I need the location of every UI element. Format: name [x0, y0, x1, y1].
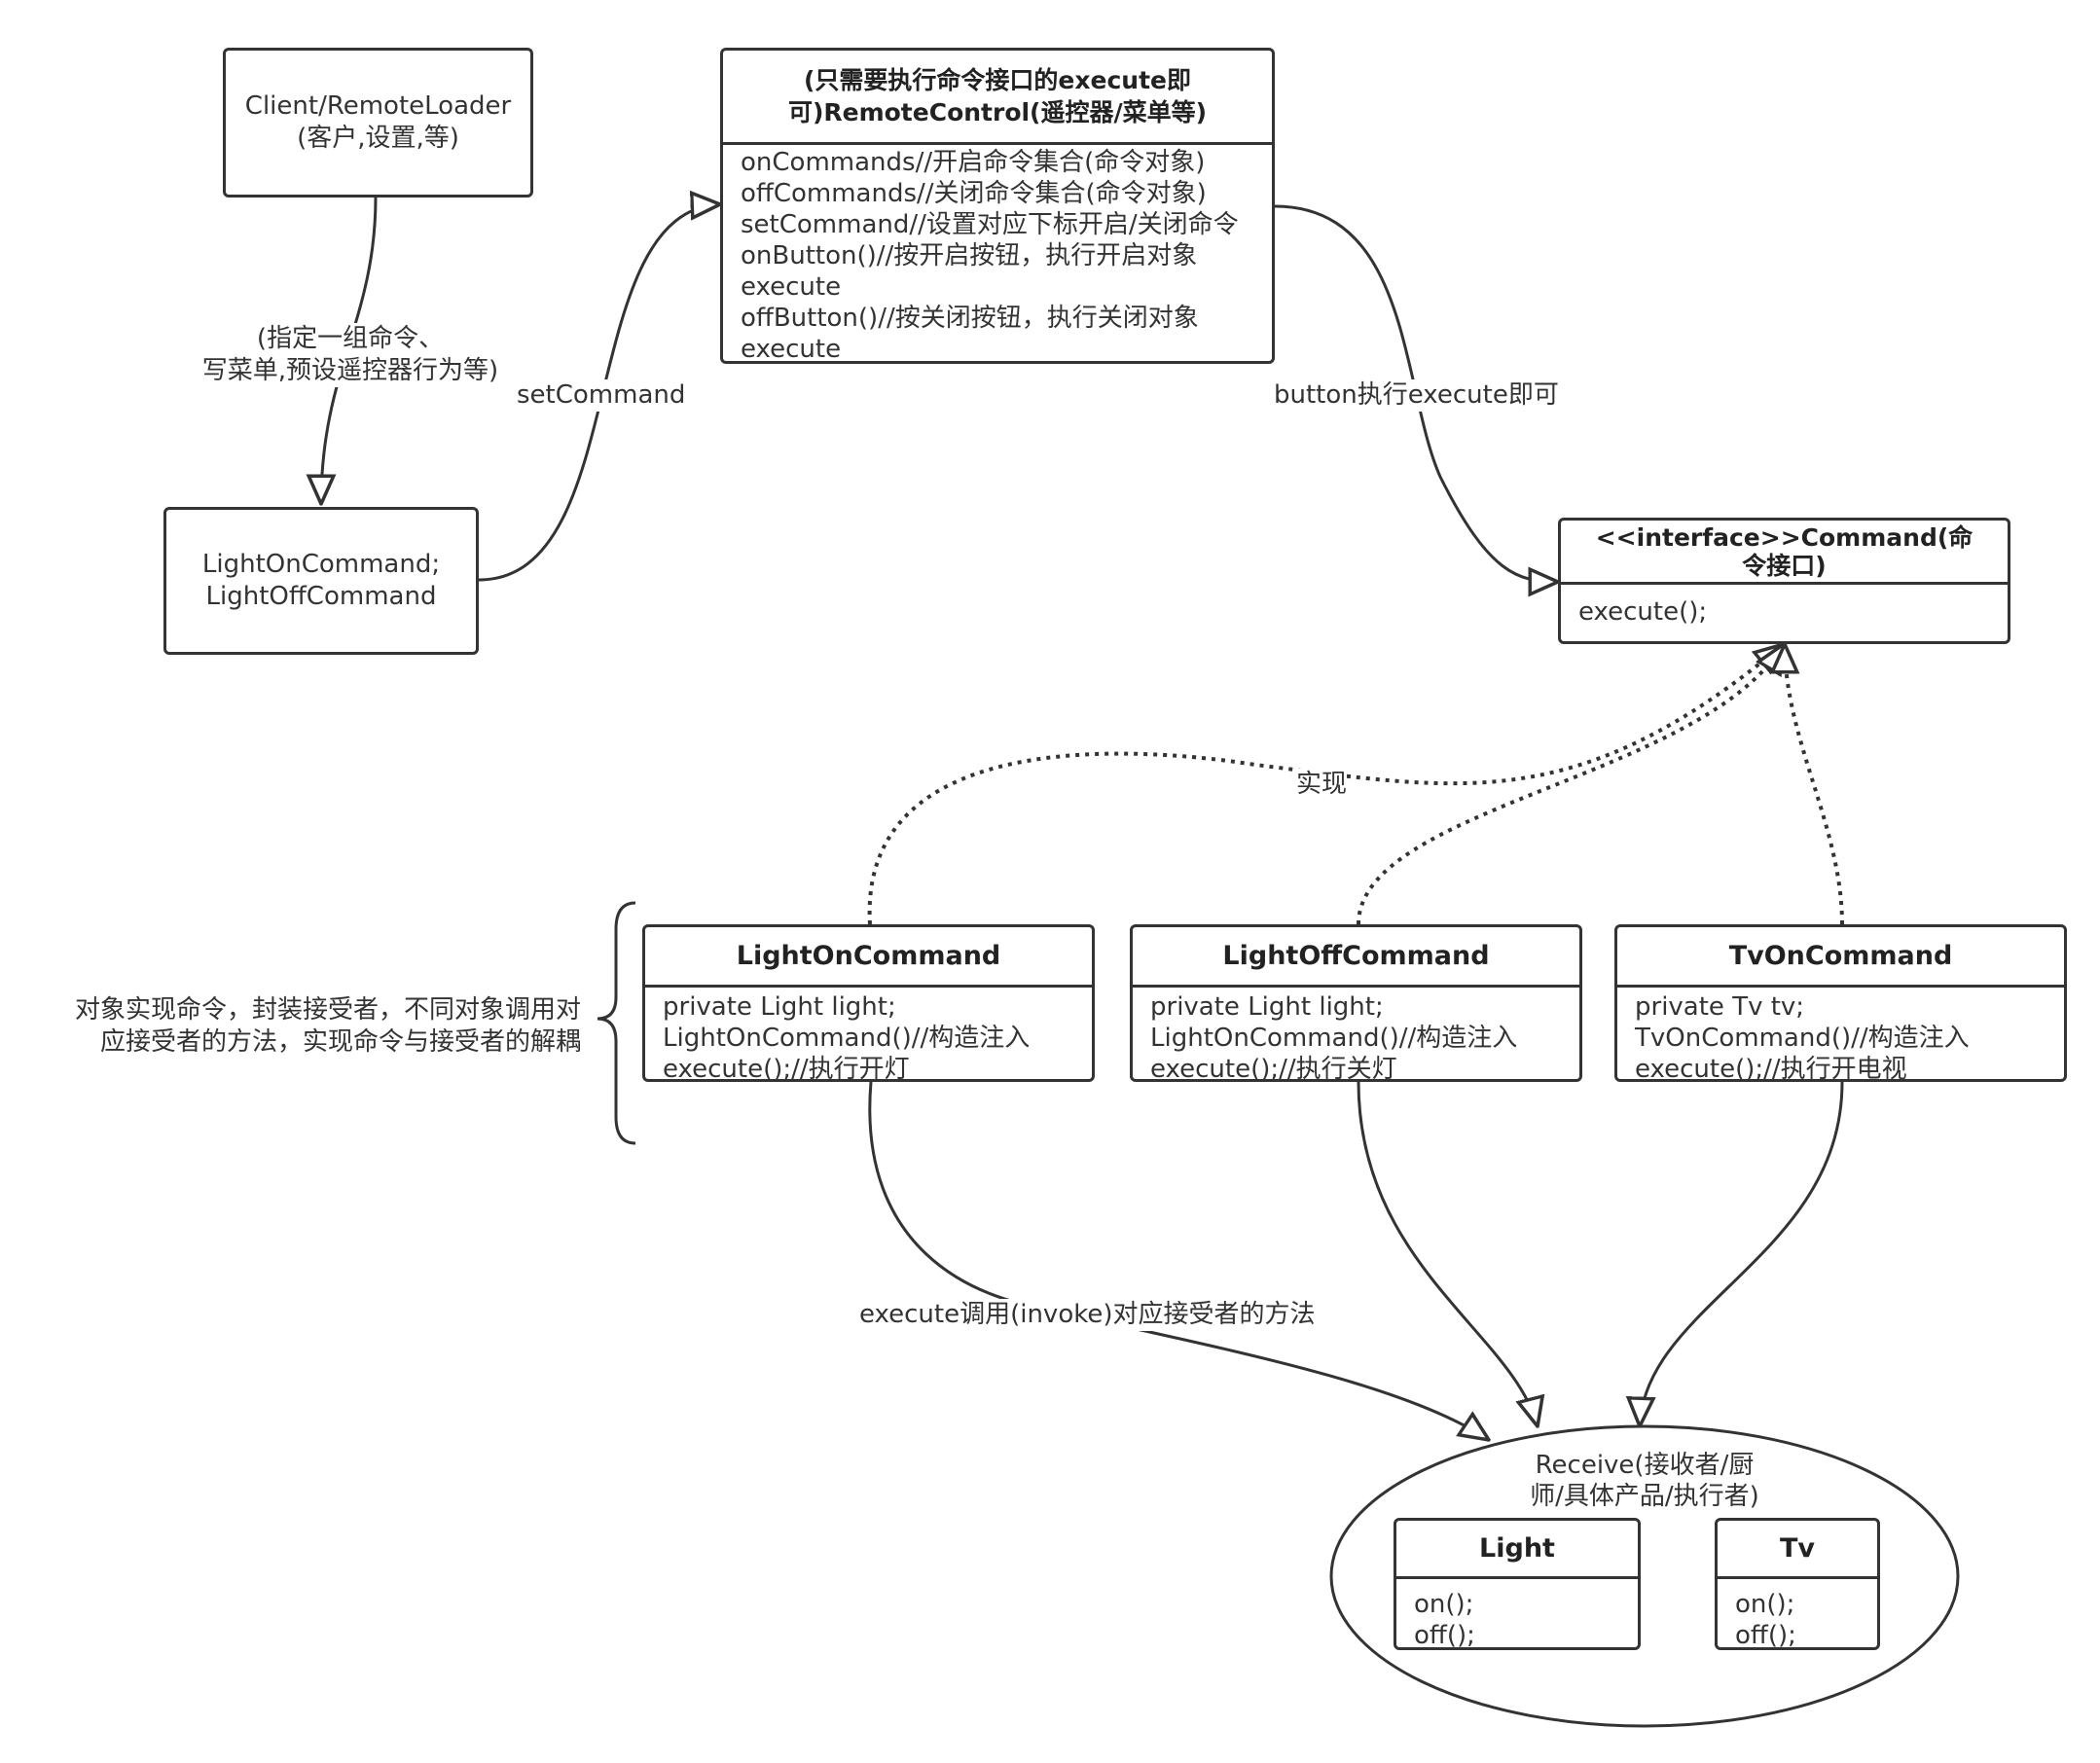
label-assign-line-2: 写菜单,预设遥控器行为等): [201, 356, 499, 385]
member-on-button-cont: execute: [741, 272, 842, 302]
member-off: off();: [1735, 1621, 1796, 1650]
tv-on-command-members: private Tv tv; TvOnCommand()//构造注入 execu…: [1617, 988, 2064, 1079]
tv-class[interactable]: Tv on(); off();: [1715, 1518, 1880, 1650]
member-on: on();: [1735, 1590, 1795, 1619]
light-members: on(); off();: [1396, 1579, 1638, 1655]
light-on-command-title: LightOnCommand: [645, 927, 1092, 988]
label-set-command: setCommand: [517, 379, 686, 412]
member-constructor: TvOnCommand()//构造注入: [1635, 1024, 1970, 1053]
member-off-button-cont: execute: [741, 335, 842, 361]
command-interface-members: execute();: [1561, 585, 2008, 631]
member-off: off();: [1414, 1621, 1475, 1650]
command-pair-line-1: LightOnCommand;: [201, 550, 441, 579]
edge-implement-tv: [1785, 644, 1844, 925]
remote-control-members: onCommands//开启命令集合(命令对象) offCommands//关闭…: [723, 145, 1272, 361]
member-off-button: offButton()//按关闭按钮，执行关闭对象: [741, 304, 1199, 333]
brace: [597, 901, 636, 1145]
light-off-command-members: private Light light; LightOnCommand()//构…: [1133, 988, 1579, 1079]
label-brace-note: 对象实现命令，封装接受者，不同对象调用对 应接受者的方法，实现命令与接受者的解耦: [64, 994, 581, 1059]
edge-invoke-light-on: [868, 1081, 1489, 1440]
member-set-command: setCommand//设置对应下标开启/关闭命令: [741, 210, 1239, 239]
light-on-command-class[interactable]: LightOnCommand private Light light; Ligh…: [642, 924, 1095, 1082]
member-execute: execute();//执行开电视: [1635, 1055, 1907, 1079]
label-button-execute: button执行execute即可: [1274, 379, 1559, 412]
command-interface-class[interactable]: <<interface>>Command(命令接口) execute();: [1558, 518, 2010, 644]
tv-on-command-title: TvOnCommand: [1617, 927, 2064, 988]
client-box[interactable]: Client/RemoteLoader (客户,设置,等): [223, 48, 533, 198]
receiver-title: Receive(接收者/厨 师/具体产品/执行者): [1499, 1450, 1791, 1512]
member-light-field: private Light light;: [663, 992, 896, 1022]
remote-control-title: (只需要执行命令接口的execute即可)RemoteControl(遥控器/菜…: [723, 51, 1272, 145]
label-assign-commands: (指定一组命令、 写菜单,预设遥控器行为等): [190, 323, 511, 387]
edge-invoke-tv: [1640, 1081, 1844, 1426]
edge-implement-light-on: [867, 644, 1784, 925]
member-constructor: LightOnCommand()//构造注入: [663, 1024, 1031, 1053]
member-off-commands: offCommands//关闭命令集合(命令对象): [741, 179, 1207, 208]
label-implement: 实现: [1296, 769, 1348, 801]
tv-on-command-class[interactable]: TvOnCommand private Tv tv; TvOnCommand()…: [1614, 924, 2067, 1082]
label-invoke: execute调用(invoke)对应接受者的方法: [859, 1299, 1316, 1331]
member-constructor: LightOnCommand()//构造注入: [1150, 1024, 1518, 1053]
label-brace-line-2: 应接受者的方法，实现命令与接受者的解耦: [99, 1027, 581, 1057]
remote-control-class[interactable]: (只需要执行命令接口的execute即可)RemoteControl(遥控器/菜…: [720, 48, 1275, 364]
edge-invoke-light-off: [1357, 1081, 1538, 1426]
member-execute: execute();//执行开灯: [663, 1055, 910, 1079]
member-on: on();: [1414, 1590, 1474, 1619]
receiver-title-line-1: Receive(接收者/厨: [1535, 1451, 1755, 1480]
edge-button-execute: [1274, 204, 1558, 582]
member-tv-field: private Tv tv;: [1635, 992, 1805, 1022]
light-off-command-title: LightOffCommand: [1133, 927, 1579, 988]
light-on-command-members: private Light light; LightOnCommand()//构…: [645, 988, 1092, 1079]
command-pair-box[interactable]: LightOnCommand; LightOffCommand: [163, 507, 479, 655]
tv-title: Tv: [1718, 1521, 1877, 1579]
receiver-title-line-2: 师/具体产品/执行者): [1530, 1482, 1759, 1511]
command-pair-line-2: LightOffCommand: [205, 582, 437, 611]
command-interface-title: <<interface>>Command(命令接口): [1561, 521, 2008, 585]
tv-members: on(); off();: [1718, 1579, 1877, 1655]
light-class[interactable]: Light on(); off();: [1394, 1518, 1641, 1650]
member-on-button: onButton()//按开启按钮，执行开启对象: [741, 241, 1198, 270]
light-title: Light: [1396, 1521, 1638, 1579]
member-on-commands: onCommands//开启命令集合(命令对象): [741, 148, 1206, 177]
member-light-field: private Light light;: [1150, 992, 1384, 1022]
edge-implement-light-off: [1357, 644, 1784, 925]
client-desc: (客户,设置,等): [297, 124, 459, 153]
receiver-ellipse: [1329, 1424, 1960, 1728]
light-off-command-class[interactable]: LightOffCommand private Light light; Lig…: [1130, 924, 1582, 1082]
client-name: Client/RemoteLoader: [244, 91, 512, 121]
label-assign-line-1: (指定一组命令、: [256, 324, 445, 353]
label-brace-line-1: 对象实现命令，封装接受者，不同对象调用对: [74, 995, 581, 1025]
member-execute: execute();//执行关灯: [1150, 1055, 1397, 1079]
member-execute: execute();: [1578, 597, 1708, 627]
